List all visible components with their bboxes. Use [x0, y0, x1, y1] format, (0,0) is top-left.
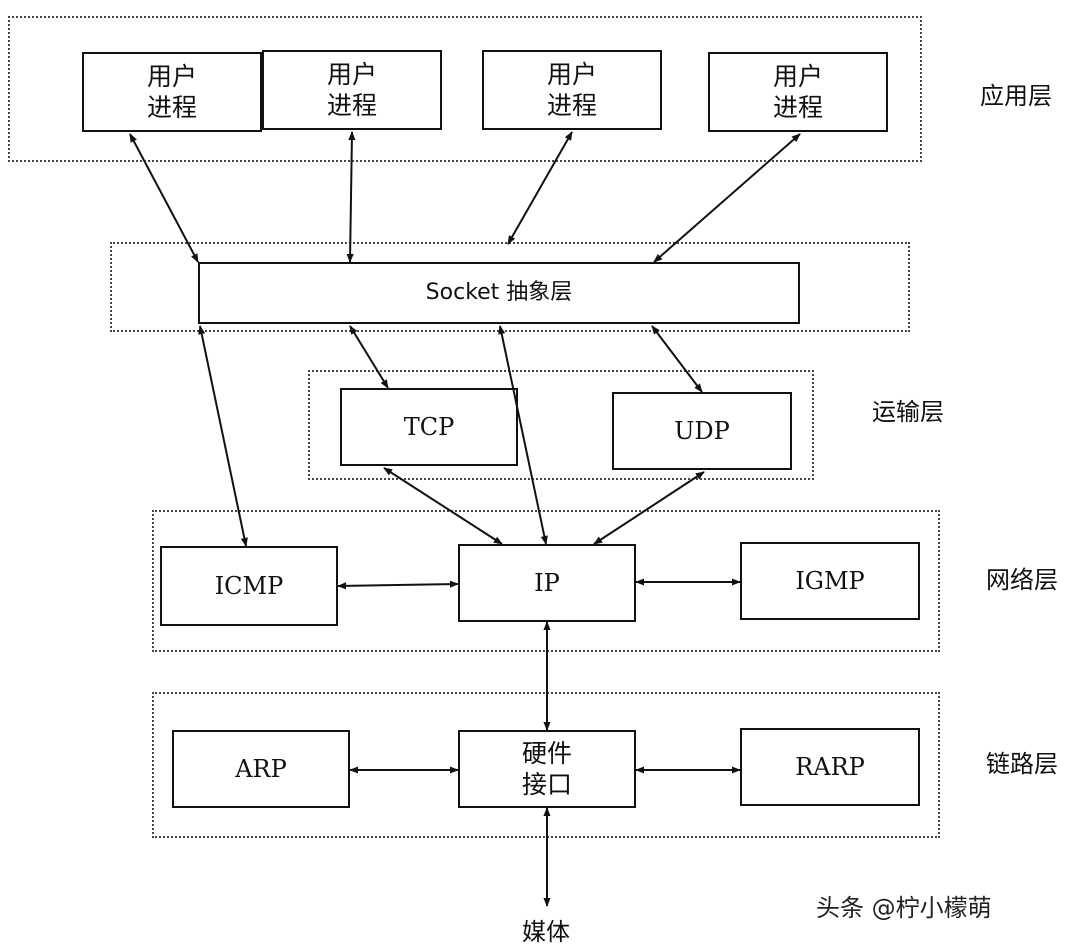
watermark-text: 头条 @柠小檬萌	[808, 886, 1000, 925]
application-layer-region	[8, 16, 922, 162]
hardware-interface-line-2: 接口	[521, 770, 572, 799]
link-layer-label: 链路层	[986, 750, 1058, 778]
hardware-interface-line-1: 硬件	[521, 739, 572, 768]
ip-box: IP	[458, 544, 636, 622]
user-process-2-line-2: 进程	[326, 91, 377, 120]
media-label: 媒体	[522, 918, 570, 946]
hardware-interface-box: 硬件 接口	[458, 730, 636, 808]
user-process-3-line-1: 用户	[546, 60, 597, 89]
user-process-4-line-1: 用户	[772, 62, 823, 91]
udp-box: UDP	[612, 392, 792, 470]
user-process-4-line-2: 进程	[772, 93, 823, 122]
user-process-2: 用户 进程	[262, 50, 442, 130]
transport-layer-label: 运输层	[872, 398, 944, 426]
rarp-box: RARP	[740, 728, 920, 806]
user-process-3-line-2: 进程	[546, 91, 597, 120]
network-layer-label: 网络层	[986, 566, 1058, 594]
application-layer-label: 应用层	[980, 82, 1052, 110]
arp-box: ARP	[172, 730, 350, 808]
user-process-1-line-2: 进程	[146, 93, 197, 122]
user-process-1: 用户 进程	[82, 52, 262, 132]
user-process-4: 用户 进程	[708, 52, 888, 132]
user-process-1-line-1: 用户	[146, 62, 197, 91]
igmp-box: IGMP	[740, 542, 920, 620]
icmp-box: ICMP	[160, 546, 338, 626]
user-process-3: 用户 进程	[482, 50, 662, 130]
transport-layer-region	[308, 370, 814, 480]
user-process-2-line-1: 用户	[326, 60, 377, 89]
tcp-box: TCP	[340, 388, 518, 466]
socket-abstraction-box: Socket 抽象层	[198, 262, 800, 324]
